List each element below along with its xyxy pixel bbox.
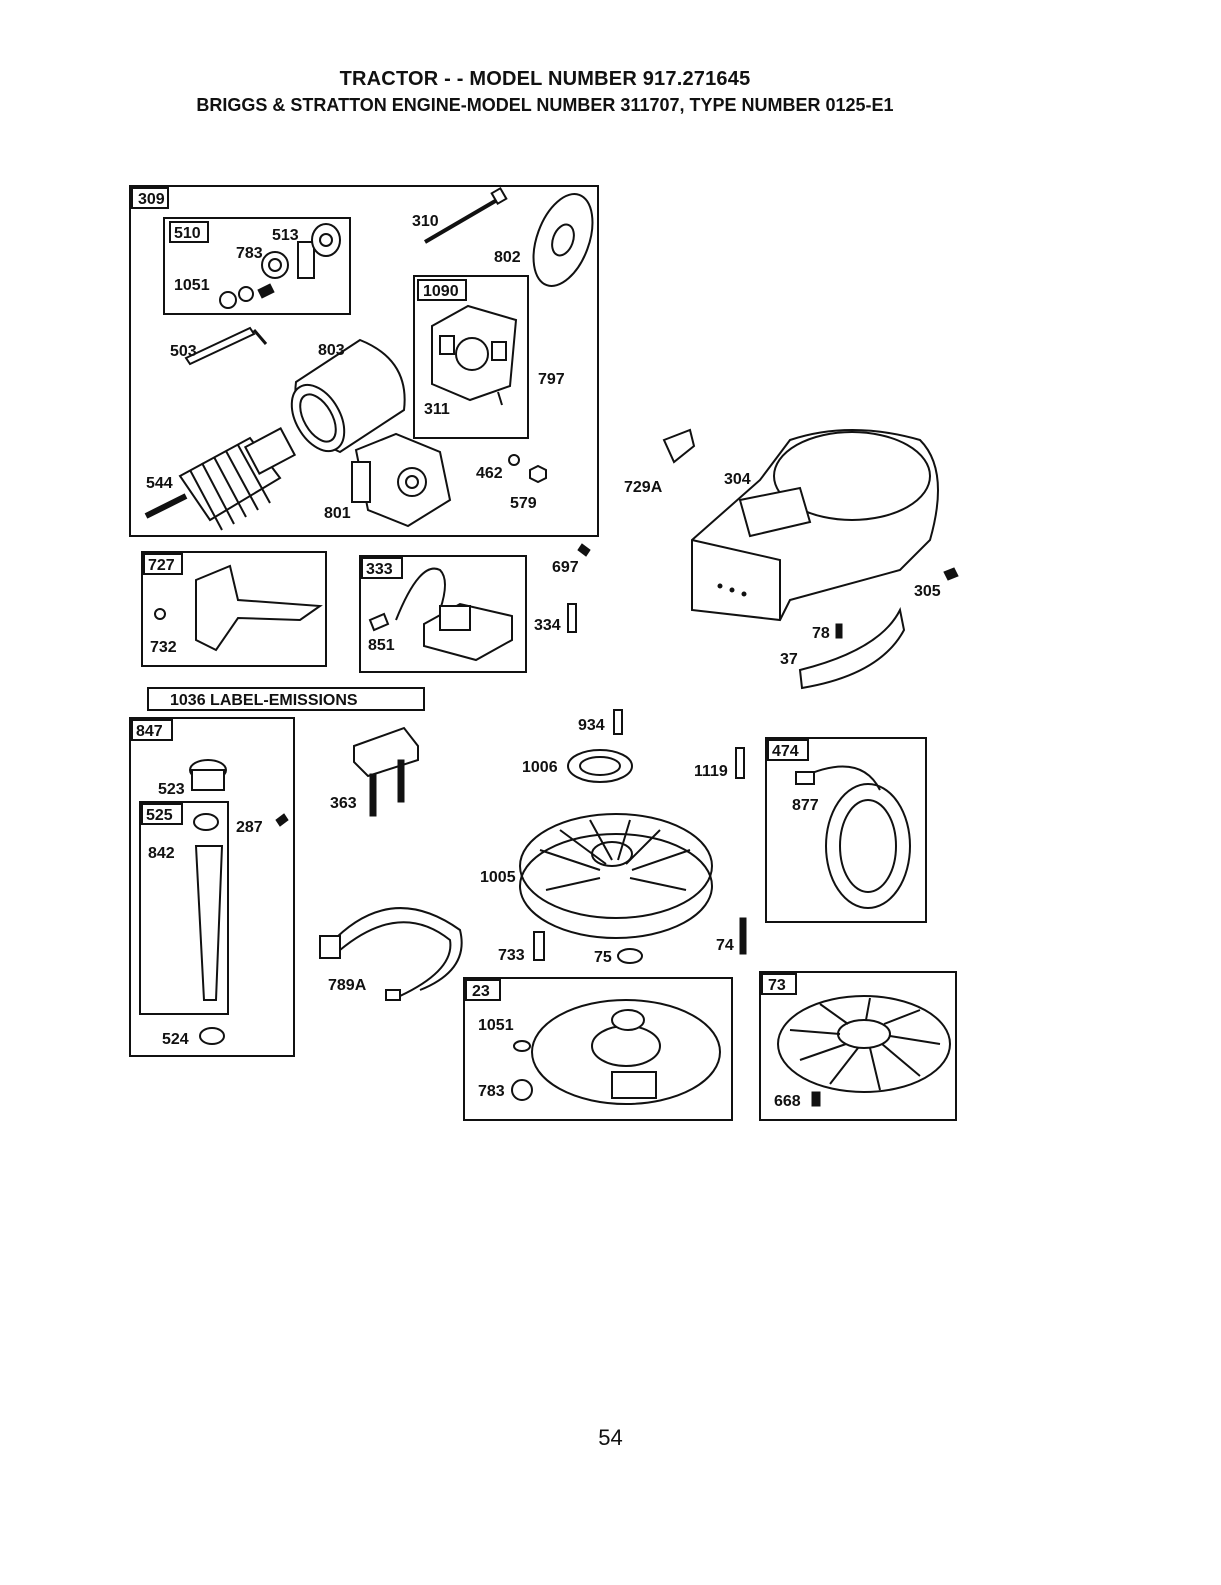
group-tag-525: 525: [146, 807, 173, 824]
part-label-311: 311: [424, 401, 450, 418]
group-474-alternator: 474: [765, 737, 927, 923]
through-bolt-drawing: [423, 186, 508, 244]
part-label-697: 697: [552, 559, 579, 576]
part-label-310: 310: [412, 213, 439, 230]
part-label-363: 363: [330, 795, 357, 812]
part-label-789A: 789A: [328, 977, 367, 994]
label-emissions: 1036 LABEL-EMISSIONS: [170, 692, 358, 709]
motor-housing-drawing: [290, 338, 406, 454]
part-label-729A: 729A: [624, 479, 663, 496]
wire-harness-drawing: [319, 907, 463, 1001]
part-label-934: 934: [578, 717, 605, 734]
part-label-1005: 1005: [480, 869, 516, 886]
part-label-801: 801: [324, 505, 351, 522]
part-label-783-flywheel: 783: [478, 1083, 505, 1100]
part-label-287: 287: [236, 819, 263, 836]
part-label-1119: 1119: [694, 763, 728, 780]
part-label-783: 783: [236, 245, 263, 262]
part-label-305: 305: [914, 583, 941, 600]
starter-pinion-drawing: [219, 223, 341, 309]
part-label-1051: 1051: [174, 277, 210, 294]
group-tag-474: 474: [772, 743, 799, 760]
drive-end-cap-drawing: [351, 432, 452, 528]
group-tag-727: 727: [148, 557, 175, 574]
group-23-flywheel: 23: [463, 977, 733, 1121]
part-label-304: 304: [724, 471, 751, 488]
spring-clip-drawing: [184, 326, 268, 366]
part-label-503: 503: [170, 343, 197, 360]
part-label-74: 74: [716, 937, 734, 954]
part-label-1051-flywheel: 1051: [478, 1017, 514, 1034]
page-title: TRACTOR - - MODEL NUMBER 917.271645: [339, 68, 751, 90]
part-label-851: 851: [368, 637, 395, 654]
part-label-523: 523: [158, 781, 185, 798]
part-label-877: 877: [792, 797, 819, 814]
group-309-starter-motor: 309 510 513 783 1051 310 802: [129, 185, 599, 537]
part-label-75: 75: [594, 949, 612, 966]
group-727-baffle: 727 732: [141, 551, 327, 667]
part-label-513: 513: [272, 227, 299, 244]
part-label-797: 797: [538, 371, 565, 388]
bracket-drawing: [353, 726, 419, 817]
page-subtitle: BRIGGS & STRATTON ENGINE-MODEL NUMBER 31…: [196, 95, 894, 115]
part-label-334: 334: [534, 617, 561, 634]
page-number: 54: [598, 1425, 623, 1450]
part-label-544: 544: [146, 475, 173, 492]
part-label-1006: 1006: [522, 759, 558, 776]
part-label-579: 579: [510, 495, 537, 512]
end-plate-drawing: [532, 193, 594, 287]
group-333-ignition: 333 851: [359, 555, 527, 673]
brush-holder-drawing: [431, 304, 518, 406]
part-label-802: 802: [494, 249, 521, 266]
part-label-842: 842: [148, 845, 175, 862]
armature-drawing: [144, 427, 297, 531]
group-tag-1090: 1090: [423, 283, 459, 300]
group-tag-73: 73: [768, 977, 786, 994]
part-label-78: 78: [812, 625, 830, 642]
blower-housing-drawing: [662, 428, 939, 622]
part-label-733: 733: [498, 947, 525, 964]
group-tag-510: 510: [174, 225, 201, 242]
air-guide-drawing: [798, 606, 906, 690]
part-label-462: 462: [476, 465, 503, 482]
part-label-732: 732: [150, 639, 177, 656]
group-tag-309: 309: [138, 191, 165, 208]
group-tag-23: 23: [472, 983, 490, 1000]
part-label-524: 524: [162, 1031, 189, 1048]
part-label-803: 803: [318, 342, 345, 359]
group-73-rotating-screen: 73: [759, 971, 957, 1121]
part-label-668: 668: [774, 1093, 801, 1110]
fan-drawing: [519, 813, 713, 939]
part-label-37: 37: [780, 651, 798, 668]
group-tag-333: 333: [366, 561, 393, 578]
group-847-dipstick: 847 525: [129, 717, 295, 1057]
group-tag-847: 847: [136, 723, 163, 740]
